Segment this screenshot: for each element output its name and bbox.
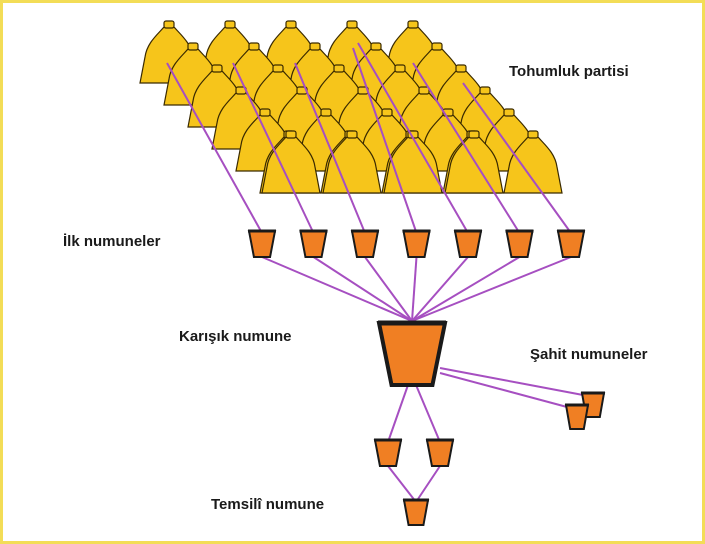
sack-tie (163, 20, 175, 29)
sack-to-primary-line-1 (166, 62, 263, 234)
sack-tie (346, 20, 358, 29)
sack-to-primary-line-5 (357, 42, 469, 234)
sack-tie (211, 64, 223, 73)
cup-body (376, 321, 448, 387)
primary-sample-cup-3 (350, 229, 380, 258)
representative-sample-cup (402, 498, 430, 526)
sack-body (261, 136, 321, 194)
seed-sack-30 (261, 130, 321, 194)
cup-body (402, 230, 431, 258)
subsample-cup-1 (373, 438, 403, 467)
seed-sack-31 (322, 130, 382, 194)
primary-to-composite-line-3 (364, 256, 413, 322)
sack-tie (503, 108, 515, 117)
label-seed-lot: Tohumluk partisi (509, 63, 629, 80)
sack-tie (346, 130, 358, 139)
composite-to-reference-line-2 (439, 372, 568, 408)
composite-to-sub-line-1 (387, 384, 409, 443)
sack-tie (468, 130, 480, 139)
sack-tie (320, 108, 332, 117)
sack-tie (272, 64, 284, 73)
primary-sample-cup-7 (556, 229, 586, 258)
primary-sample-cup-6 (505, 229, 534, 258)
sack-to-primary-line-7 (462, 82, 572, 234)
sack-tie (394, 64, 406, 73)
label-primary-samples: İlk numuneler (63, 233, 161, 250)
label-representative-sample: Temsilî numune (211, 496, 325, 513)
sack-tie (527, 130, 539, 139)
label-composite-sample: Karışık numune (179, 328, 292, 345)
primary-to-composite-line-2 (312, 256, 413, 322)
sack-tie (333, 64, 345, 73)
cup-body (505, 230, 534, 258)
primary-to-composite-line-5 (411, 256, 469, 322)
primary-sample-cup-5 (453, 229, 483, 258)
sack-body (444, 136, 504, 194)
sack-body (503, 136, 563, 194)
composite-sample-cup (376, 320, 448, 387)
primary-to-composite-line-1 (261, 256, 413, 322)
cup-body (425, 439, 455, 467)
cup-body (453, 230, 483, 258)
cup-body (402, 499, 430, 526)
sub-to-representative-line-2 (415, 465, 441, 503)
sack-tie (381, 108, 393, 117)
cup-body (373, 439, 403, 467)
primary-to-composite-line-7 (411, 256, 572, 322)
sack-tie (418, 86, 430, 95)
primary-to-composite-line-4 (411, 256, 418, 322)
cup-body (247, 230, 277, 258)
sack-tie (285, 130, 297, 139)
sack-tie (187, 42, 199, 51)
sack-tie (285, 20, 297, 29)
primary-sample-cup-2 (299, 229, 328, 258)
cup-body (556, 230, 586, 258)
sub-to-representative-line-1 (387, 465, 417, 503)
sack-tie (455, 64, 467, 73)
seed-sack-29 (503, 130, 563, 194)
sack-to-primary-line-2 (232, 62, 315, 234)
sack-tie (479, 86, 491, 95)
cup-body (299, 230, 328, 258)
sack-tie (259, 108, 271, 117)
sack-to-primary-line-6 (412, 62, 521, 234)
cup-body (350, 230, 380, 258)
sack-tie (407, 20, 419, 29)
composite-to-reference-line-1 (439, 367, 584, 396)
sack-tie (370, 42, 382, 51)
sack-tie (309, 42, 321, 51)
sack-to-primary-line-3 (294, 62, 366, 234)
cup-body (564, 404, 590, 430)
primary-sample-cup-1 (247, 229, 277, 258)
sack-body (322, 136, 382, 194)
composite-to-sub-line-2 (415, 384, 441, 443)
sack-tie (248, 42, 260, 51)
sack-tie (431, 42, 443, 51)
sack-to-primary-line-4 (352, 47, 418, 234)
reference-sample-cup-2 (564, 403, 590, 430)
primary-sample-cup-4 (402, 229, 431, 258)
label-reference-samples: Şahit numuneler (530, 346, 648, 363)
seed-sampling-diagram (139, 20, 606, 526)
sack-tie (224, 20, 236, 29)
subsample-cup-2 (425, 438, 455, 467)
primary-to-composite-line-6 (411, 256, 521, 322)
seed-sack-33 (444, 130, 504, 194)
